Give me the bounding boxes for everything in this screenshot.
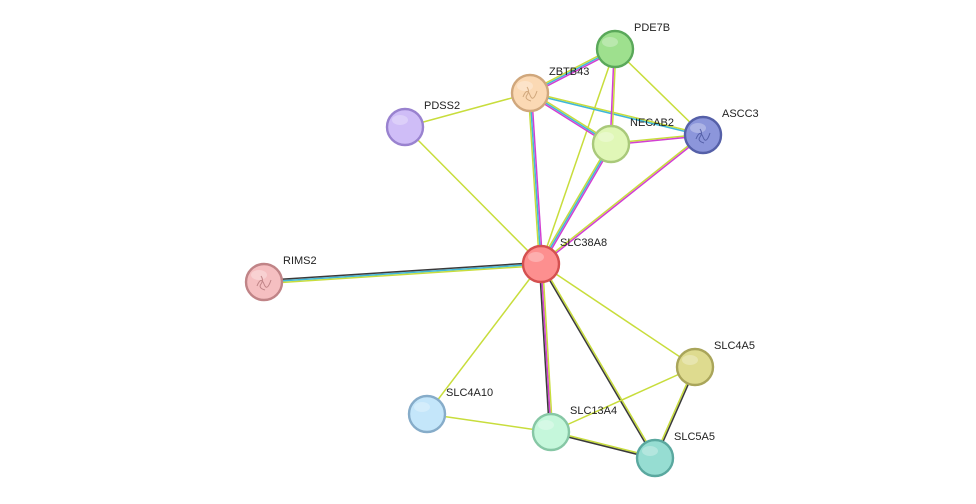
node-slc38a8[interactable]: SLC38A8 bbox=[521, 237, 607, 284]
node-label: SLC4A5 bbox=[714, 340, 755, 352]
edge-line bbox=[530, 91, 704, 135]
node-highlight bbox=[682, 355, 698, 365]
node-circle[interactable] bbox=[531, 412, 571, 452]
node-label: SLC5A5 bbox=[674, 431, 715, 443]
edge-line bbox=[263, 261, 541, 282]
node-circle[interactable] bbox=[244, 262, 284, 302]
edge-line bbox=[541, 144, 614, 266]
node-circle[interactable] bbox=[591, 124, 631, 164]
node-zbtb43[interactable]: ZBTB43 bbox=[510, 66, 589, 113]
edge-line bbox=[541, 135, 704, 266]
node-circle[interactable] bbox=[385, 107, 425, 147]
edge-slc38a8-pdss2[interactable] bbox=[404, 126, 542, 265]
node-circle[interactable] bbox=[683, 115, 723, 155]
edge-line bbox=[404, 126, 542, 265]
edge-pde7b-ascc3[interactable] bbox=[614, 48, 704, 136]
node-label: SLC4A10 bbox=[446, 387, 493, 399]
edge-line bbox=[404, 92, 531, 128]
edge-slc13a4-slc4a5[interactable] bbox=[550, 366, 696, 433]
edge-slc38a8-necab2[interactable] bbox=[538, 142, 614, 266]
edge-line bbox=[541, 263, 657, 458]
node-pdss2[interactable]: PDSS2 bbox=[385, 100, 460, 147]
edge-line bbox=[264, 264, 542, 285]
edge-zbtb43-pdss2[interactable] bbox=[404, 92, 531, 128]
protein-structure-icon bbox=[522, 86, 538, 102]
edge-line bbox=[550, 366, 696, 433]
node-circle[interactable] bbox=[510, 73, 550, 113]
edge-slc38a8-zbtb43[interactable] bbox=[527, 92, 544, 265]
node-highlight bbox=[528, 252, 544, 262]
protein-structure-icon bbox=[695, 128, 711, 144]
node-slc4a10[interactable]: SLC4A10 bbox=[407, 387, 493, 434]
edge-line bbox=[263, 263, 542, 283]
edge-line bbox=[540, 263, 696, 368]
node-circle[interactable] bbox=[407, 394, 447, 434]
edge-slc38a8-slc5a5[interactable] bbox=[539, 263, 657, 459]
node-highlight bbox=[392, 115, 408, 125]
node-label: ASCC3 bbox=[722, 108, 759, 120]
node-rims2[interactable]: RIMS2 bbox=[244, 255, 317, 302]
node-circle[interactable] bbox=[521, 244, 561, 284]
node-pde7b[interactable]: PDE7B bbox=[595, 22, 670, 69]
node-label: PDSS2 bbox=[424, 100, 460, 112]
edge-slc38a8-rims2[interactable] bbox=[263, 261, 542, 285]
node-highlight bbox=[642, 446, 658, 456]
node-highlight bbox=[690, 123, 706, 133]
node-highlight bbox=[517, 81, 533, 91]
node-label: SLC13A4 bbox=[570, 405, 617, 417]
edge-line bbox=[541, 263, 554, 432]
edge-line bbox=[538, 264, 551, 433]
edge-line bbox=[527, 93, 541, 265]
edge-line bbox=[540, 143, 612, 265]
edge-line bbox=[530, 92, 544, 264]
node-slc5a5[interactable]: SLC5A5 bbox=[635, 431, 715, 478]
edge-line bbox=[540, 48, 616, 265]
edge-slc38a8-ascc3[interactable] bbox=[540, 133, 704, 266]
node-circle[interactable] bbox=[635, 438, 675, 478]
edge-slc38a8-slc13a4[interactable] bbox=[538, 263, 554, 433]
node-label: NECAB2 bbox=[630, 117, 674, 129]
edge-line bbox=[614, 48, 704, 136]
edge-line bbox=[426, 263, 542, 415]
node-highlight bbox=[598, 132, 614, 142]
edge-line bbox=[529, 92, 542, 265]
edge-slc38a8-slc4a10[interactable] bbox=[426, 263, 542, 415]
node-highlight bbox=[251, 270, 267, 280]
edge-line bbox=[538, 142, 611, 264]
protein-structure-icon bbox=[256, 275, 272, 291]
node-slc4a5[interactable]: SLC4A5 bbox=[675, 340, 755, 387]
edge-slc38a8-slc4a5[interactable] bbox=[540, 263, 696, 368]
node-highlight bbox=[602, 37, 618, 47]
edge-line bbox=[540, 133, 703, 264]
node-highlight bbox=[538, 420, 554, 430]
edge-slc4a10-slc13a4[interactable] bbox=[426, 413, 552, 433]
node-label: ZBTB43 bbox=[549, 66, 589, 78]
node-slc13a4[interactable]: SLC13A4 bbox=[531, 405, 617, 452]
edge-slc38a8-pde7b[interactable] bbox=[540, 48, 616, 265]
edge-line bbox=[539, 264, 655, 459]
node-highlight bbox=[414, 402, 430, 412]
edge-line bbox=[426, 413, 552, 433]
node-ascc3[interactable]: ASCC3 bbox=[683, 108, 759, 155]
node-circle[interactable] bbox=[595, 29, 635, 69]
edge-line bbox=[540, 263, 552, 433]
node-label: PDE7B bbox=[634, 22, 670, 34]
node-label: RIMS2 bbox=[283, 255, 317, 267]
edge-line bbox=[529, 93, 703, 137]
node-necab2[interactable]: NECAB2 bbox=[591, 117, 674, 164]
node-circle[interactable] bbox=[675, 347, 715, 387]
node-label: SLC38A8 bbox=[560, 237, 607, 249]
edge-zbtb43-ascc3[interactable] bbox=[529, 91, 704, 137]
